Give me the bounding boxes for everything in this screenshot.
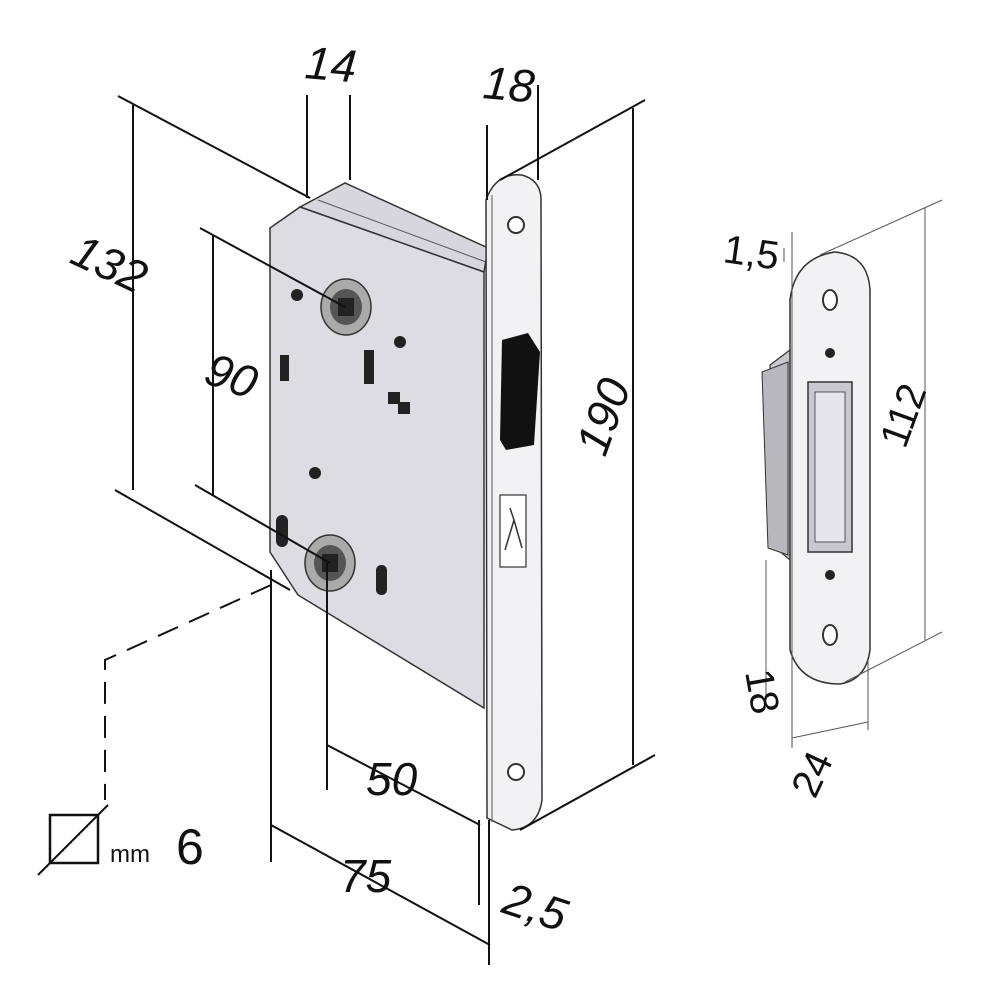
logo-mark [504, 507, 523, 551]
strike-dimension-lines [765, 199, 943, 748]
dim-faceplate-thickness: 2,5 [496, 872, 574, 942]
square-spindle-icon [37, 804, 109, 876]
logo-box [499, 494, 527, 568]
handle-spindle-hub [320, 278, 372, 336]
faceplate-screw-hole-bottom [507, 763, 525, 781]
lock-dimension-lines [114, 85, 656, 965]
dim-faceplate-height: 190 [566, 371, 641, 461]
dim-case-height: 132 [64, 224, 156, 304]
spindle-projection-dashed [104, 584, 272, 800]
dim-strike-height: 112 [872, 378, 935, 453]
dim-hub-distance: 90 [199, 343, 265, 410]
dim-strike-depth: 18 [736, 666, 787, 717]
dim-strike-width: 24 [783, 745, 842, 804]
dim-backset: 50 [366, 753, 418, 805]
lock-case-front [269, 206, 485, 710]
dim-faceplate-width: 18 [481, 56, 537, 112]
strike-plate [761, 251, 871, 685]
dim-strike-thickness: 1,5 [721, 227, 782, 278]
spindle-size: 6 [176, 819, 204, 875]
faceplate-screw-hole-top [507, 216, 525, 234]
dim-case-depth: 14 [303, 36, 359, 92]
spindle-unit: mm [110, 841, 150, 868]
dim-case-width: 75 [340, 850, 392, 902]
lock-case-holes [276, 289, 410, 595]
magnetic-latch [500, 333, 540, 450]
